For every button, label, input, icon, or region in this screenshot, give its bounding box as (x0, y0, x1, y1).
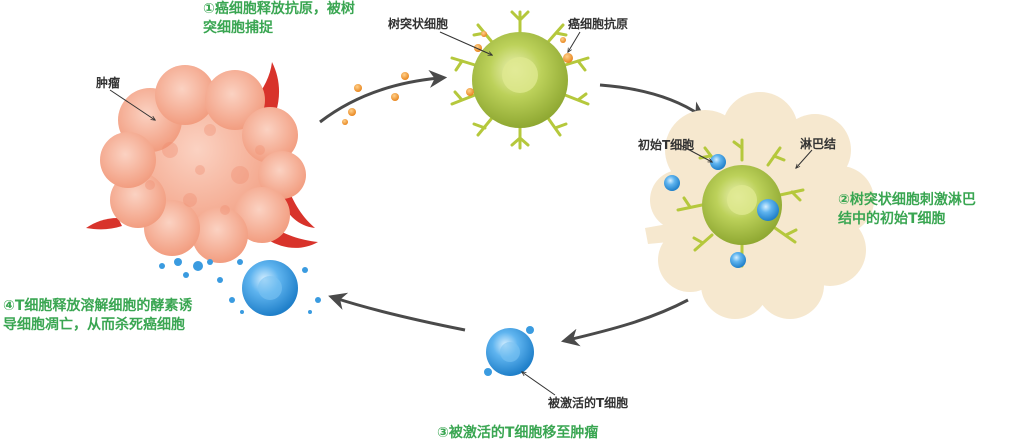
tumor-body (100, 65, 306, 263)
label-activated-t-cell: 被激活的T细胞 (548, 396, 629, 410)
label-tumor: 肿瘤 (96, 76, 121, 90)
arrow-tumor-to-dendritic (319, 69, 448, 124)
step2-line2: 结中的初始T细胞 (838, 211, 946, 227)
tumor (86, 62, 318, 263)
arrow-tcell-to-tumor (328, 292, 466, 332)
dendritic-cell-top (450, 10, 590, 150)
label-dendritic-cell: 树突状细胞 (388, 17, 449, 31)
step3-caption: ③被激活的T细胞移至肿瘤 (437, 424, 598, 443)
naive-t-cells (664, 154, 779, 268)
step1-line2: 突细胞捕捉 (203, 20, 273, 36)
enzyme-droplets (159, 258, 321, 314)
arrow-lymph-to-tcell (560, 298, 689, 347)
pointer-naive-t (679, 144, 712, 162)
step4-caption: ④T细胞释放溶解细胞的酵素诱 导细胞凋亡，从而杀死癌细胞 (3, 297, 192, 335)
step1-caption: ①癌细胞释放抗原，被树 突细胞捕捉 (203, 0, 355, 38)
step4-line1: ④T细胞释放溶解细胞的酵素诱 (3, 298, 193, 314)
cycle-arrows (319, 69, 706, 347)
pointer-dendritic (439, 31, 492, 55)
blood-vessel (268, 225, 318, 248)
step2-line1: ②树突状细胞刺激淋巴 (838, 192, 976, 208)
pointer-lymph (796, 149, 813, 168)
activated-t-cell (484, 326, 534, 376)
attacking-t-cell (242, 260, 298, 316)
arrow-dendritic-to-lymph (599, 83, 706, 120)
blood-vessel (86, 218, 122, 230)
label-naive-t-cell: 初始T细胞 (638, 138, 695, 152)
label-cancer-antigen: 癌细胞抗原 (568, 17, 629, 31)
label-lymph-node: 淋巴结 (800, 137, 837, 151)
pointer-antigen (568, 31, 581, 52)
step2-caption: ②树突状细胞刺激淋巴 结中的初始T细胞 (838, 191, 976, 229)
lymph-node (645, 92, 874, 319)
released-antigens (342, 72, 409, 125)
step4-line2: 导细胞凋亡，从而杀死癌细胞 (3, 317, 185, 333)
pointer-activated-t (522, 372, 556, 396)
pointer-tumor (109, 89, 155, 120)
step3-line1: ③被激活的T细胞移至肿瘤 (437, 425, 599, 441)
step1-line1: ①癌细胞释放抗原，被树 (203, 1, 355, 17)
